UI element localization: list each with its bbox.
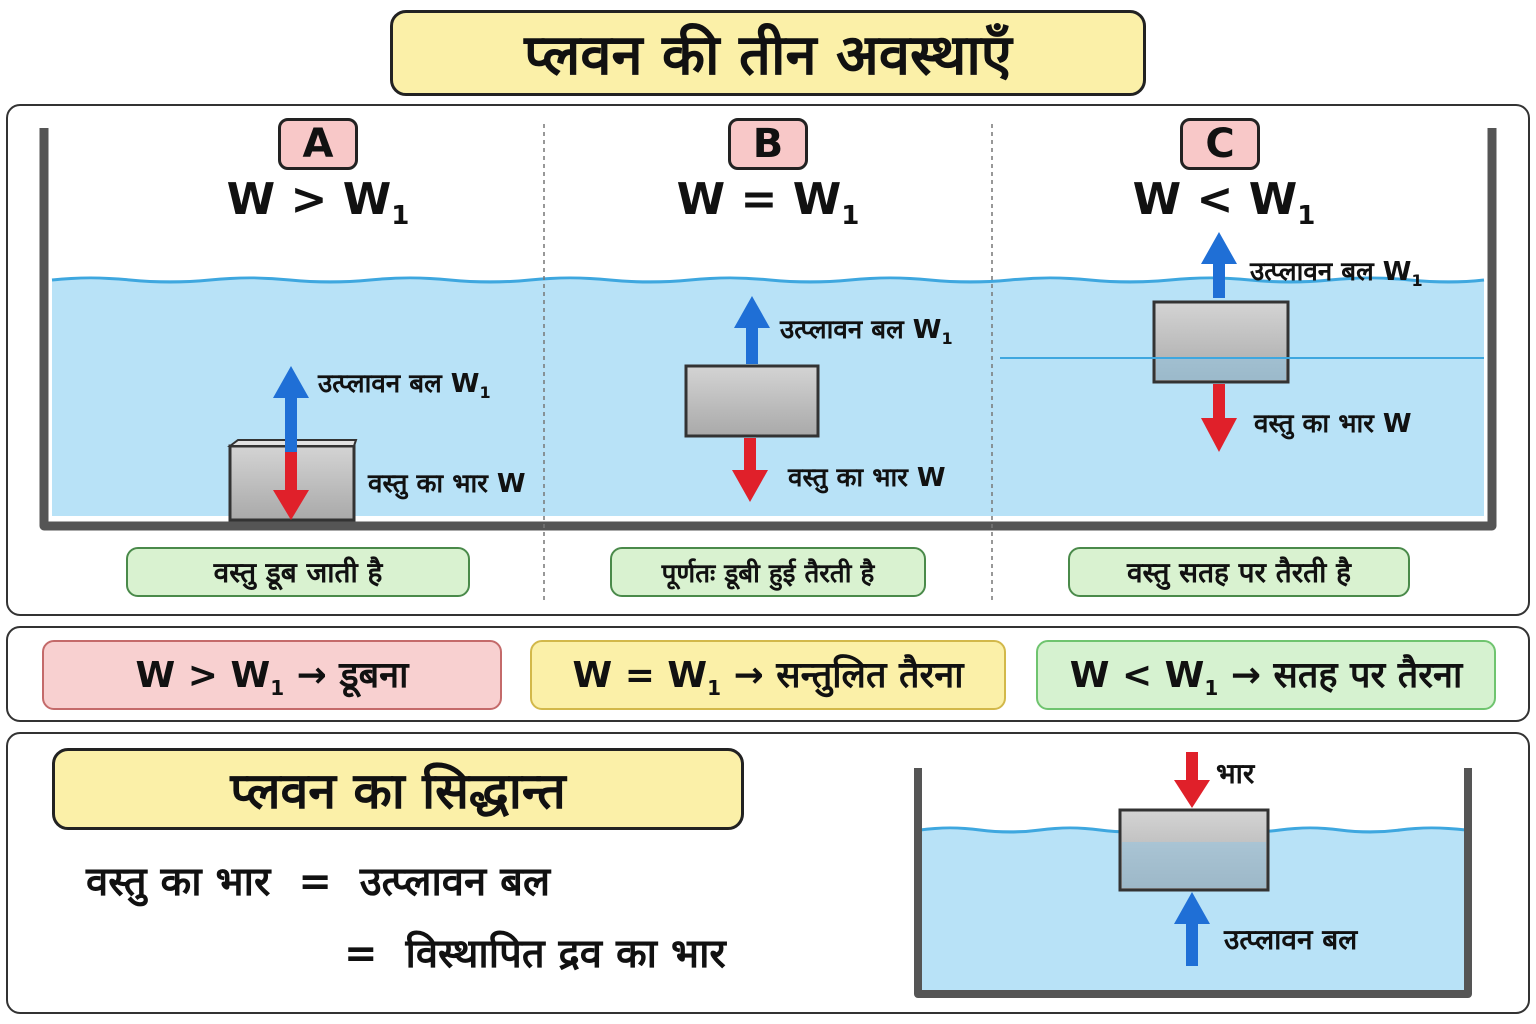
summary-sink: W > W1 → डूबना <box>42 640 502 710</box>
principle-buoyancy-label: उत्प्लावन बल <box>1224 920 1357 958</box>
up-arrow-a-head <box>273 366 309 398</box>
principle-eq-2: = <box>344 931 378 977</box>
sum-result: सन्तुलित तैरना <box>776 655 964 697</box>
case-a-badge: A <box>278 118 358 170</box>
principle-tank <box>914 768 1472 998</box>
case-b-weight-label: वस्तु का भार W <box>788 458 946 494</box>
case-a-buoyancy-label: उत्प्लावन बल W1 <box>318 364 491 402</box>
cond-w: W <box>226 174 276 225</box>
sum-arrow: → <box>721 655 777 697</box>
cond-sub: 1 <box>841 200 860 231</box>
case-c-weight-label: वस्तु का भार W <box>1254 404 1412 440</box>
principle-rhs-1: उत्प्लावन बल <box>359 859 551 905</box>
weight-text: वस्तु का भार W <box>788 463 946 493</box>
summary-balanced: W = W1 → सन्तुलित तैरना <box>530 640 1006 710</box>
principle-lhs: वस्तु का भार <box>86 859 271 905</box>
buoyancy-sub: 1 <box>479 383 491 403</box>
principle-rhs-2: विस्थापित द्रव का भार <box>405 931 726 977</box>
sum-result: सतह पर तैरना <box>1273 655 1463 697</box>
sum-sub: 1 <box>1204 676 1219 701</box>
result-text: वस्तु डूब जाती है <box>213 556 383 589</box>
sum-sub: 1 <box>270 676 285 701</box>
case-c-buoyancy-label: उत्प्लावन बल W1 <box>1250 252 1423 290</box>
sum-arrow: → <box>1218 655 1274 697</box>
summary-sink-text: W > W1 → डूबना <box>136 649 409 700</box>
cond-op: = <box>725 174 793 225</box>
case-b-badge: B <box>728 118 808 170</box>
principle-eq-1: = <box>298 859 332 905</box>
down-arrow-a-head <box>273 490 309 520</box>
water-surface <box>51 276 1485 284</box>
cond-w1: W <box>792 174 842 225</box>
buoyancy-text: उत्प्लावन बल W <box>780 315 942 345</box>
sum-lhs: W < W <box>1069 655 1205 697</box>
case-a-weight-label: वस्तु का भार W <box>368 464 526 500</box>
buoyancy-sub: 1 <box>941 329 953 349</box>
principle-line-2: = विस्थापित द्रव का भार <box>344 924 726 979</box>
down-arrow-c-head <box>1201 418 1237 452</box>
cond-w: W <box>676 174 726 225</box>
weight-text: वस्तु का भार W <box>368 469 526 499</box>
principle-buoyancy-text: उत्प्लावन बल <box>1224 923 1358 956</box>
principle-block-submerged <box>1122 842 1266 888</box>
page-title-text: प्लवन की तीन अवस्थाएँ <box>524 23 1012 88</box>
summary-balanced-text: W = W1 → सन्तुलित तैरना <box>572 649 963 700</box>
principle-heading: प्लवन का सिद्धान्त <box>52 748 744 830</box>
buoyancy-sub: 1 <box>1411 271 1423 291</box>
sum-arrow: → <box>284 655 340 697</box>
sum-lhs: W > W <box>135 655 271 697</box>
buoyancy-text: उत्प्लावन बल W <box>1250 257 1412 287</box>
principle-line-1: वस्तु का भार = उत्प्लावन बल <box>86 852 550 907</box>
cond-op: < <box>1181 174 1249 225</box>
principle-weight-text: भार <box>1216 757 1255 790</box>
weight-text: वस्तु का भार W <box>1254 409 1412 439</box>
cond-op: > <box>275 174 343 225</box>
cond-w1: W <box>342 174 392 225</box>
case-a-condition: W > W1 <box>168 174 468 231</box>
case-a-letter: A <box>302 121 334 167</box>
sum-sub: 1 <box>707 676 722 701</box>
block-b <box>684 364 820 438</box>
summary-float-text: W < W1 → सतह पर तैरना <box>1070 649 1463 700</box>
case-c-condition: W < W1 <box>1074 174 1374 231</box>
case-b-result: पूर्णतः डूबी हुई तैरती है <box>610 547 926 597</box>
down-arrow-b-head <box>732 470 768 502</box>
cond-w: W <box>1132 174 1182 225</box>
case-c-result: वस्तु सतह पर तैरती है <box>1068 547 1410 597</box>
principle-heading-text: प्लवन का सिद्धान्त <box>230 762 566 820</box>
summary-float: W < W1 → सतह पर तैरना <box>1036 640 1496 710</box>
up-arrow-c-head <box>1201 232 1237 264</box>
sum-lhs: W = W <box>572 655 708 697</box>
cond-w1: W <box>1248 174 1298 225</box>
case-b-condition: W = W1 <box>618 174 918 231</box>
result-text: पूर्णतः डूबी हुई तैरती है <box>661 559 875 589</box>
principle-down-arrow-head <box>1174 780 1210 808</box>
result-text: वस्तु सतह पर तैरती है <box>1126 556 1352 589</box>
cond-sub: 1 <box>391 200 410 231</box>
tank-outline <box>39 128 1497 531</box>
case-b-buoyancy-label: उत्प्लावन बल W1 <box>780 310 953 348</box>
case-c-letter: C <box>1205 121 1235 167</box>
page-title: प्लवन की तीन अवस्थाएँ <box>390 10 1146 96</box>
block-c-submerged <box>1156 358 1286 380</box>
sum-result: डूबना <box>339 655 409 697</box>
case-b-letter: B <box>752 121 784 167</box>
cond-sub: 1 <box>1297 200 1316 231</box>
principle-up-arrow-head <box>1174 892 1210 924</box>
case-a-result: वस्तु डूब जाती है <box>126 547 470 597</box>
case-c-badge: C <box>1180 118 1260 170</box>
buoyancy-text: उत्प्लावन बल W <box>318 369 480 399</box>
principle-weight-label: भार <box>1216 754 1254 792</box>
up-arrow-b-head <box>734 296 770 328</box>
